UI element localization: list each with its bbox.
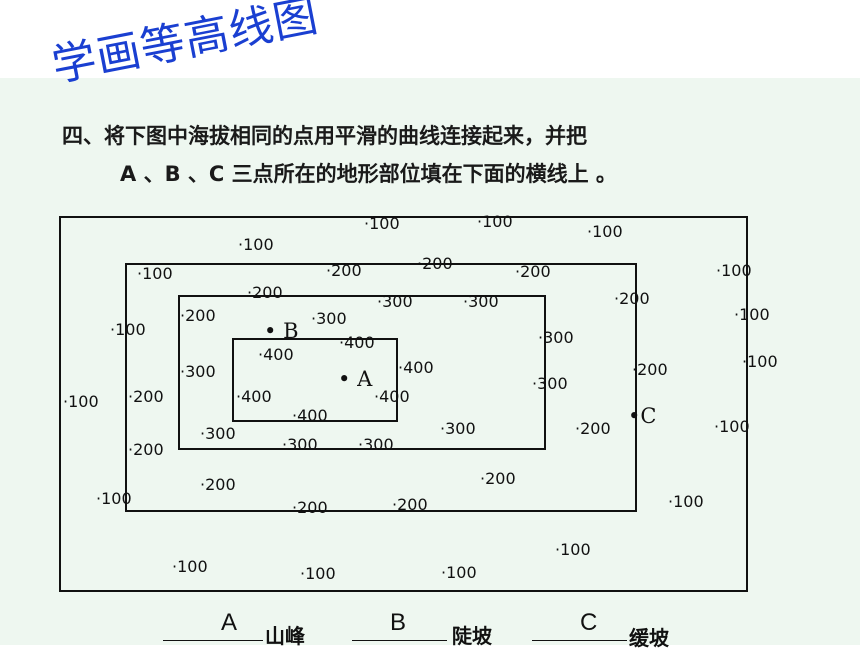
map-frame-2 <box>125 263 637 512</box>
elevation-label: ·100 <box>716 261 752 280</box>
terrain-label-c: 缓坡 <box>629 626 669 650</box>
elevation-label: ·100 <box>555 540 591 559</box>
map-frame-outer <box>59 216 748 592</box>
elevation-label: ·300 <box>282 435 318 454</box>
point-a-marker: • A <box>338 367 373 391</box>
elevation-label: ·300 <box>532 374 568 393</box>
point-b-marker: • B <box>264 319 299 343</box>
elevation-label: ·200 <box>392 495 428 514</box>
elevation-label: ·100 <box>63 392 99 411</box>
elevation-label: ·100 <box>714 417 750 436</box>
point-c-label: C <box>640 404 657 428</box>
content-panel <box>0 78 860 645</box>
answer-blank-c <box>532 640 627 641</box>
elevation-label: ·400 <box>374 387 410 406</box>
elevation-label: ·100 <box>110 320 146 339</box>
elevation-label: ·200 <box>292 498 328 517</box>
elevation-label: ·300 <box>180 362 216 381</box>
elevation-label: ·100 <box>172 557 208 576</box>
elevation-label: ·400 <box>398 358 434 377</box>
answer-letter-a: A <box>221 609 238 636</box>
elevation-label: ·400 <box>292 406 328 425</box>
elevation-label: ·100 <box>96 489 132 508</box>
answer-letter-b: B <box>390 609 407 636</box>
elevation-label: ·200 <box>575 419 611 438</box>
elevation-label: ·100 <box>364 214 400 233</box>
elevation-label: ·400 <box>258 345 294 364</box>
elevation-label: ·100 <box>441 563 477 582</box>
point-c-marker: •C <box>628 404 657 428</box>
elevation-label: ·400 <box>339 333 375 352</box>
elevation-label: ·200 <box>614 289 650 308</box>
terrain-label-b: 陡坡 <box>452 624 492 648</box>
elevation-label: ·100 <box>587 222 623 241</box>
instruction-line-1: 四、将下图中海拔相同的点用平滑的曲线连接起来，并把 <box>62 124 587 148</box>
elevation-label: ·200 <box>417 254 453 273</box>
elevation-label: ·100 <box>300 564 336 583</box>
point-a-label: A <box>357 367 373 391</box>
elevation-label: ·200 <box>128 440 164 459</box>
elevation-label: ·300 <box>463 292 499 311</box>
elevation-label: ·200 <box>180 306 216 325</box>
elevation-label: ·300 <box>538 328 574 347</box>
elevation-label: ·200 <box>480 469 516 488</box>
elevation-label: ·100 <box>137 264 173 283</box>
elevation-label: ·200 <box>247 283 283 302</box>
elevation-label: ·300 <box>358 435 394 454</box>
instruction-line-2: A 、B 、C 三点所在的地形部位填在下面的横线上 。 <box>120 162 617 186</box>
elevation-label: ·200 <box>515 262 551 281</box>
elevation-label: ·100 <box>734 305 770 324</box>
elevation-label: ·400 <box>236 387 272 406</box>
answer-blank-b <box>352 640 447 641</box>
elevation-label: ·100 <box>238 235 274 254</box>
elevation-label: ·200 <box>632 360 668 379</box>
answer-letter-c: C <box>580 609 598 636</box>
elevation-label: ·200 <box>200 475 236 494</box>
elevation-label: ·300 <box>440 419 476 438</box>
map-frame-3 <box>178 295 546 450</box>
elevation-label: ·100 <box>742 352 778 371</box>
elevation-label: ·300 <box>200 424 236 443</box>
elevation-label: ·300 <box>311 309 347 328</box>
terrain-label-a: 山峰 <box>265 624 305 648</box>
elevation-label: ·100 <box>477 212 513 231</box>
elevation-label: ·200 <box>128 387 164 406</box>
point-b-label: B <box>283 319 299 343</box>
answer-blank-a <box>163 640 263 641</box>
elevation-label: ·200 <box>326 261 362 280</box>
elevation-label: ·100 <box>668 492 704 511</box>
elevation-label: ·300 <box>377 292 413 311</box>
map-frame-inner <box>232 338 398 422</box>
